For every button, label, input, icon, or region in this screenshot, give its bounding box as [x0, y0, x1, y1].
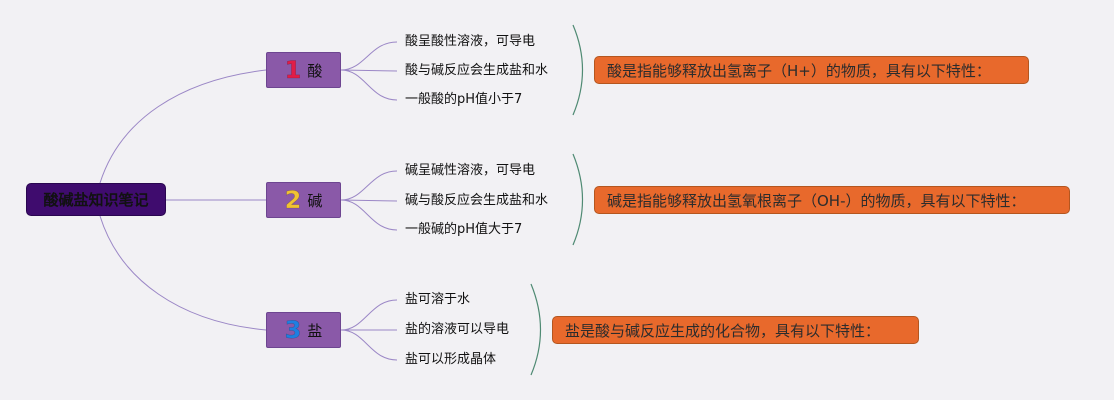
link-root-topic-3: [99, 215, 267, 331]
summary-bracket-3: [530, 283, 542, 376]
summary-bracket-2: [572, 153, 584, 246]
topic-label: 酸: [307, 61, 323, 80]
subtopic-item[interactable]: 碱呈碱性溶液，可导电: [405, 163, 536, 178]
topic-node-salt[interactable]: 3 盐: [266, 312, 341, 348]
number-badge-2: 2: [284, 186, 302, 214]
link-topic-1-item-2: [340, 69, 398, 72]
subtopic-item[interactable]: 一般酸的pH值小于7: [405, 92, 523, 107]
subtopic-item[interactable]: 盐的溶液可以导电: [405, 322, 510, 337]
summary-note-text: 碱是指能够释放出氢氧根离子（OH-）的物质，具有以下特性：: [607, 191, 1026, 210]
link-topic-1-item-3: [340, 69, 398, 101]
summary-note-acid[interactable]: 酸是指能够释放出氢离子（H+）的物质，具有以下特性：: [594, 56, 1029, 84]
link-topic-2-item-3: [340, 199, 398, 231]
link-topic-2-item-1: [340, 170, 398, 201]
subtopic-item[interactable]: 一般碱的pH值大于7: [405, 222, 523, 237]
topic-node-base[interactable]: 2 碱: [266, 182, 341, 218]
subtopic-item[interactable]: 酸呈酸性溶液，可导电: [405, 34, 536, 49]
summary-note-text: 盐是酸与碱反应生成的化合物，具有以下特性：: [565, 321, 881, 340]
link-root-topic-1: [99, 69, 267, 184]
topic-label: 碱: [307, 191, 323, 210]
topic-node-acid[interactable]: 1 酸: [266, 52, 341, 88]
root-label: 酸碱盐知识笔记: [43, 191, 149, 209]
topic-label: 盐: [307, 321, 323, 340]
number-badge-1: 1: [284, 56, 302, 84]
link-topic-2-item-2: [340, 199, 398, 202]
summary-note-base[interactable]: 碱是指能够释放出氢氧根离子（OH-）的物质，具有以下特性：: [594, 186, 1070, 214]
subtopic-item[interactable]: 盐可溶于水: [405, 292, 471, 307]
root-node[interactable]: 酸碱盐知识笔记: [26, 183, 166, 216]
number-badge-3: 3: [284, 316, 302, 344]
subtopic-item[interactable]: 碱与酸反应会生成盐和水: [405, 193, 549, 208]
summary-note-salt[interactable]: 盐是酸与碱反应生成的化合物，具有以下特性：: [552, 316, 919, 344]
link-topic-1-item-1: [340, 41, 398, 71]
link-topic-3-item-3: [340, 329, 398, 361]
link-topic-3-item-1: [340, 299, 398, 331]
subtopic-item[interactable]: 酸与碱反应会生成盐和水: [405, 63, 549, 78]
summary-bracket-1: [572, 24, 584, 116]
subtopic-item[interactable]: 盐可以形成晶体: [405, 352, 497, 367]
summary-note-text: 酸是指能够释放出氢离子（H+）的物质，具有以下特性：: [607, 61, 991, 80]
